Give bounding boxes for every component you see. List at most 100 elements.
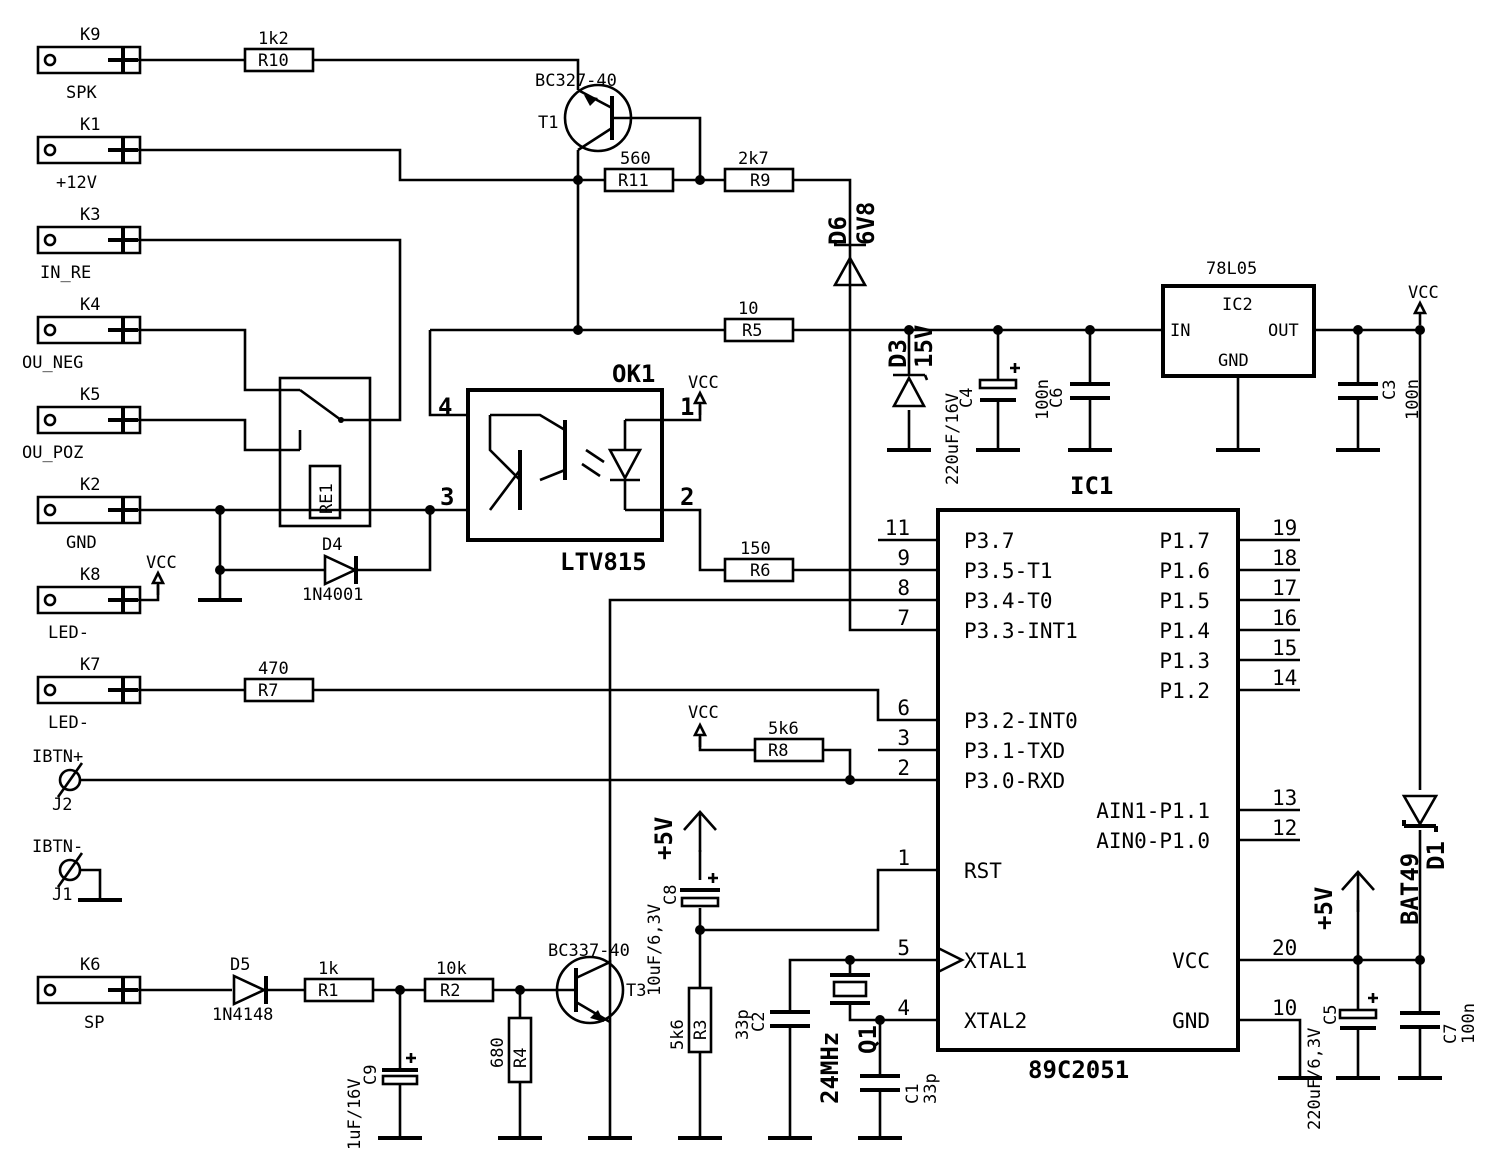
svg-text:C1: C1 <box>903 1084 923 1104</box>
svg-text:150: 150 <box>740 539 771 559</box>
svg-text:IC2: IC2 <box>1222 295 1253 315</box>
svg-text:1: 1 <box>680 393 694 421</box>
svg-text:LED-: LED- <box>48 713 89 733</box>
vcc-symbol-r8: VCC <box>688 703 719 749</box>
capacitor-c6: C6 100n <box>1033 379 1110 420</box>
svg-text:VCC: VCC <box>688 703 719 723</box>
mcu-pin-name: P1.3 <box>1159 649 1210 673</box>
svg-text:R6: R6 <box>750 561 770 581</box>
svg-text:IN: IN <box>1170 321 1190 341</box>
mcu-pin-number: 6 <box>897 696 910 720</box>
mcu-pin-number: 17 <box>1272 576 1297 600</box>
mcu-pin-name: GND <box>1172 1009 1210 1033</box>
svg-text:R11: R11 <box>618 171 649 191</box>
capacitor-c3: C3 100n <box>1338 379 1423 420</box>
svg-text:BC327-40: BC327-40 <box>535 71 617 91</box>
svg-text:100n: 100n <box>1459 1003 1479 1044</box>
crystal-q1: 24MHz Q1 <box>816 973 882 1104</box>
mcu-pin-name: P1.2 <box>1159 679 1210 703</box>
svg-text:D4: D4 <box>322 535 342 555</box>
svg-text:470: 470 <box>258 659 289 679</box>
vcc-symbol-ok1: VCC <box>688 373 719 417</box>
svg-text:C4: C4 <box>957 388 977 408</box>
svg-text:J2: J2 <box>52 795 72 815</box>
svg-text:K7: K7 <box>80 655 100 675</box>
svg-text:C6: C6 <box>1047 388 1067 408</box>
svg-text:R2: R2 <box>440 981 460 1001</box>
mcu-pin-name: P3.4-T0 <box>964 589 1053 613</box>
capacitor-c1: C1 33p <box>860 1073 941 1104</box>
svg-text:33p: 33p <box>733 1009 753 1040</box>
svg-text:R7: R7 <box>258 681 278 701</box>
svg-text:IN_RE: IN_RE <box>40 263 91 283</box>
capacitor-c4: C4 220uF/16V <box>943 363 1020 485</box>
mcu-pin-number: 9 <box>897 546 910 570</box>
svg-text:OU_POZ: OU_POZ <box>22 443 83 463</box>
svg-text:D5: D5 <box>230 955 250 975</box>
svg-text:VCC: VCC <box>1408 283 1439 303</box>
svg-text:K9: K9 <box>80 25 100 45</box>
svg-text:VCC: VCC <box>146 553 177 573</box>
vcc-symbol-ic2: VCC <box>1408 283 1439 327</box>
mcu-right-pins: P1.719P1.618P1.517P1.416P1.315P1.214AIN1… <box>1096 516 1297 1033</box>
capacitor-c9: C9 1uF/16V <box>345 1053 419 1150</box>
svg-text:OUT: OUT <box>1268 321 1299 341</box>
terminal-j2: IBTN+ J2 <box>32 747 83 815</box>
svg-text:C9: C9 <box>361 1065 381 1085</box>
svg-text:+5V: +5V <box>1310 887 1338 930</box>
svg-text:D3: D3 <box>884 339 912 368</box>
svg-text:SP: SP <box>84 1013 104 1033</box>
svg-text:1k2: 1k2 <box>258 29 289 49</box>
mcu-pin-name: AIN1-P1.1 <box>1096 799 1210 823</box>
capacitor-c8: C8 10uF/6,3V <box>645 873 720 996</box>
mcu-pin-name: P1.7 <box>1159 529 1210 553</box>
mcu-pin-name: AIN0-P1.0 <box>1096 829 1210 853</box>
plus5v-arrow-c5: +5V <box>1310 870 1376 930</box>
svg-text:2k7: 2k7 <box>738 149 769 169</box>
mcu-pin-name: XTAL1 <box>964 949 1027 973</box>
svg-text:R9: R9 <box>750 171 770 191</box>
transistor-t3: BC337-40 T3 <box>548 941 646 1025</box>
mcu-pin-name: P1.6 <box>1159 559 1210 583</box>
wires <box>80 58 1422 1138</box>
svg-text:100n: 100n <box>1033 379 1053 420</box>
svg-text:K4: K4 <box>80 295 100 315</box>
svg-text:BC337-40: BC337-40 <box>548 941 630 961</box>
svg-text:C5: C5 <box>1321 1005 1341 1025</box>
svg-text:LTV815: LTV815 <box>560 548 647 576</box>
svg-text:4: 4 <box>438 393 452 421</box>
mcu-pin-name: P3.1-TXD <box>964 739 1065 763</box>
terminal-j1: IBTN- J1 <box>32 837 124 905</box>
svg-text:R1: R1 <box>318 981 338 1001</box>
mcu-ic1: IC1 89C2051 <box>936 472 1240 1084</box>
svg-text:BAT49: BAT49 <box>1396 853 1424 925</box>
junctions <box>215 175 1425 1025</box>
svg-text:C2: C2 <box>749 1012 769 1032</box>
svg-text:2: 2 <box>680 483 694 511</box>
svg-text:5k6: 5k6 <box>768 719 799 739</box>
svg-text:K1: K1 <box>80 115 100 135</box>
svg-text:1k: 1k <box>318 959 338 979</box>
svg-text:OU_NEG: OU_NEG <box>22 353 83 373</box>
svg-text:R4: R4 <box>511 1048 531 1068</box>
svg-text:33p: 33p <box>921 1073 941 1104</box>
svg-text:24MHz: 24MHz <box>816 1032 844 1104</box>
svg-text:C3: C3 <box>1380 380 1400 400</box>
svg-text:R8: R8 <box>768 741 788 761</box>
resistor-r3: R3 5k6 <box>668 986 713 1054</box>
svg-text:5k6: 5k6 <box>668 1019 688 1050</box>
svg-text:15V: 15V <box>910 325 938 368</box>
svg-text:SPK: SPK <box>66 83 97 103</box>
svg-text:K2: K2 <box>80 475 100 495</box>
svg-text:IBTN+: IBTN+ <box>32 747 83 767</box>
svg-text:K6: K6 <box>80 955 100 975</box>
svg-text:+5V: +5V <box>650 817 678 860</box>
vcc-symbol-k8: VCC <box>146 553 177 597</box>
